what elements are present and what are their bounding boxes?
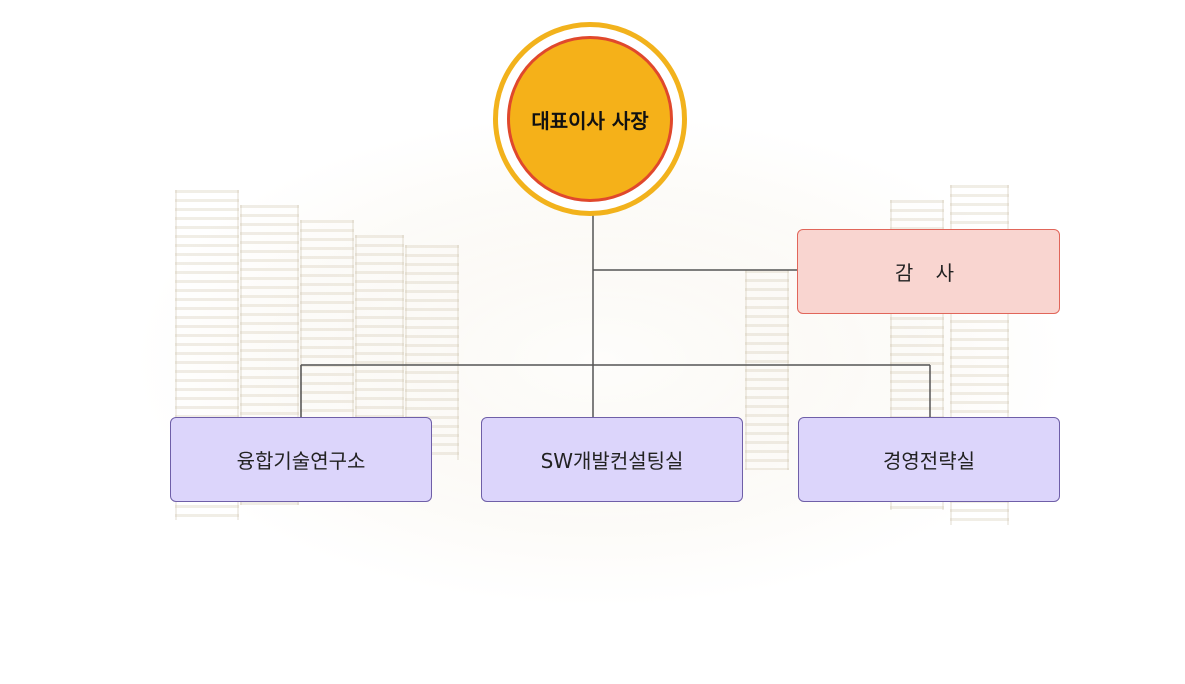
- dept-label: 융합기술연구소: [236, 449, 366, 473]
- ceo-label: 대표이사 사장: [531, 108, 649, 133]
- audit-node: 감 사: [797, 229, 1060, 314]
- dept-label: 경영전략실: [883, 449, 975, 473]
- dept-label: SW개발컨설팅실: [540, 449, 684, 473]
- server-rack: [745, 270, 789, 470]
- server-rack: [405, 245, 459, 460]
- dept-node-research: 융합기술연구소: [170, 417, 432, 502]
- dept-node-strategy: 경영전략실: [798, 417, 1060, 502]
- ceo-node: 대표이사 사장: [507, 36, 673, 202]
- dept-node-sw-consulting: SW개발컨설팅실: [481, 417, 743, 502]
- audit-label: 감 사: [894, 261, 963, 285]
